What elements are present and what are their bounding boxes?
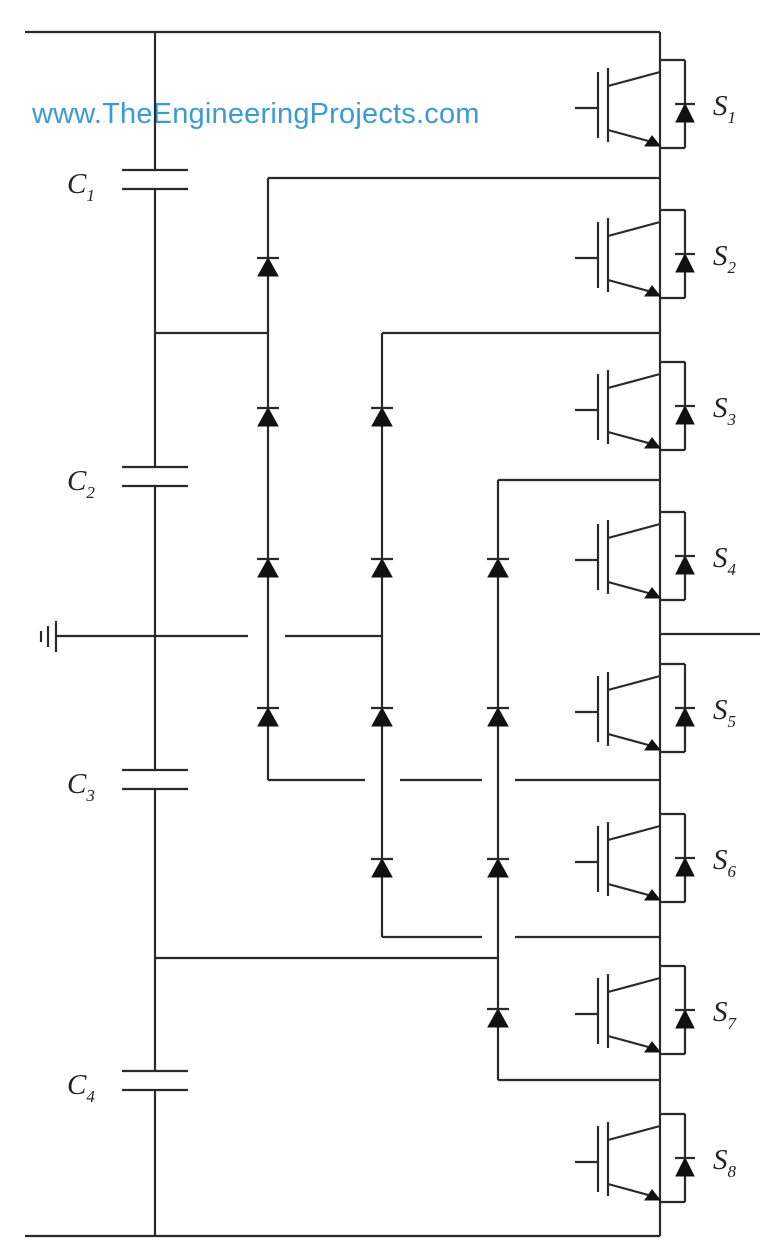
ground-icon <box>39 621 58 652</box>
igbt-icon <box>575 510 695 602</box>
igbt-icon <box>575 360 695 452</box>
capacitor-label-c1: C1 <box>67 168 95 205</box>
igbt-icon <box>575 662 695 754</box>
diode-icon <box>371 406 393 427</box>
capacitor-label-c3: C3 <box>67 768 95 805</box>
igbt-icon <box>575 964 695 1056</box>
switch-label-s8: S8 <box>713 1144 737 1181</box>
switch-label-s2: S2 <box>713 240 737 277</box>
diode-icon <box>487 1007 509 1028</box>
watermark-text: www.TheEngineeringProjects.com <box>32 98 480 130</box>
switch-label-s6: S6 <box>713 844 737 881</box>
diode-icon <box>371 706 393 727</box>
igbt-icon <box>575 1112 695 1204</box>
switch-label-s7: S7 <box>713 996 738 1033</box>
capacitor-label-c2: C2 <box>67 465 95 502</box>
switch-label-s3: S3 <box>713 392 736 429</box>
diode-icon <box>257 706 279 727</box>
capacitor-icon <box>122 168 188 191</box>
capacitor-label-c4: C4 <box>67 1069 95 1106</box>
switch-label-s4: S4 <box>713 542 737 579</box>
diode-icon <box>487 706 509 727</box>
diode-icon <box>371 557 393 578</box>
diode-icon <box>257 406 279 427</box>
igbt-icon <box>575 208 695 300</box>
diode-icon <box>257 256 279 277</box>
diode-icon <box>487 857 509 878</box>
diode-icon <box>257 557 279 578</box>
capacitor-icon <box>122 768 188 791</box>
diode-icon <box>487 557 509 578</box>
diode-icon <box>371 857 393 878</box>
igbt-icon <box>575 812 695 904</box>
switch-label-s1: S1 <box>713 90 736 127</box>
capacitor-icon <box>122 465 188 488</box>
igbt-icon <box>575 58 695 150</box>
capacitor-icon <box>122 1069 188 1092</box>
switch-label-s5: S5 <box>713 694 736 731</box>
